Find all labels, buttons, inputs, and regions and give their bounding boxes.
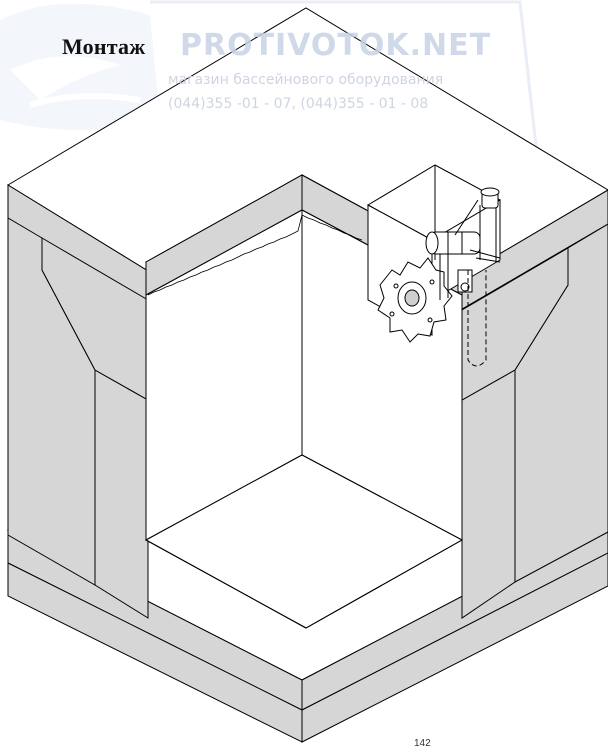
page-title: Монтаж	[62, 34, 146, 59]
right-wall	[461, 223, 608, 619]
page-number: 142	[414, 738, 431, 749]
watermark-brand: PROTIVOTOK.NET	[180, 28, 492, 63]
watermark-phone-line: (044)355 -01 - 07, (044)355 - 01 - 08	[168, 96, 429, 112]
water-line	[147, 214, 363, 296]
watermark-shop-line: магазин бассейнового оборудования	[168, 72, 444, 88]
wave-logo-icon	[0, 3, 160, 130]
skimmer-pump-assembly-icon	[377, 187, 501, 367]
left-wall	[7, 217, 149, 619]
